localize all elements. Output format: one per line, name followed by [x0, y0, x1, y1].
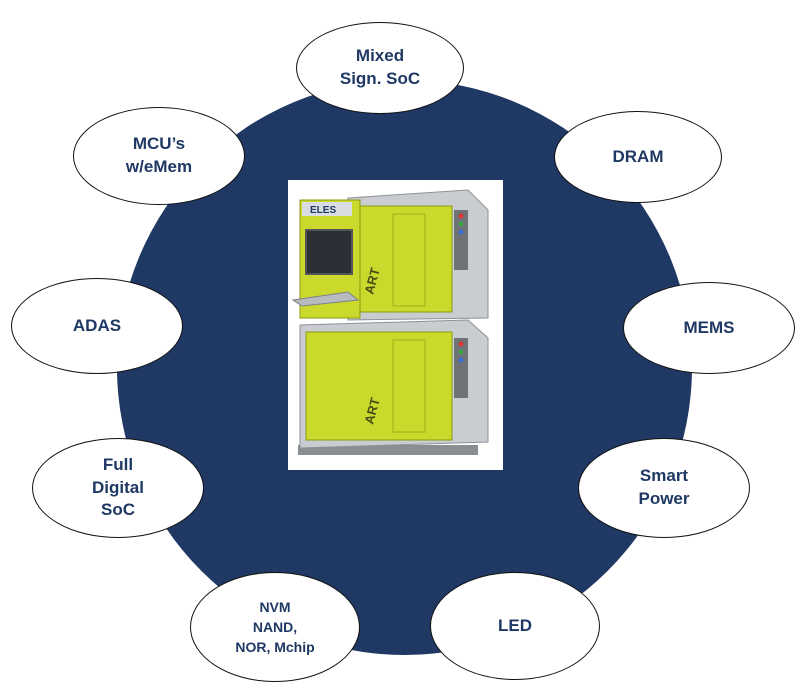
lower-product-text: ART	[361, 396, 382, 426]
upper-status-lights	[454, 210, 468, 270]
lower-door-panel	[392, 339, 426, 433]
upper-cabinet-door	[359, 205, 453, 313]
machine-base	[298, 445, 478, 455]
node-led: LED	[430, 572, 600, 680]
monitor-screen	[305, 229, 353, 275]
status-light-red	[458, 213, 464, 219]
node-mems: MEMS	[623, 282, 795, 374]
node-nvm: NVM NAND, NOR, Mchip	[190, 572, 360, 682]
status-light-green-lower	[458, 349, 464, 355]
node-mcus-emem: MCU’s w/eMem	[73, 107, 245, 205]
keyboard-tray	[291, 291, 360, 307]
status-light-green	[458, 221, 464, 227]
brand-logo-text: ELES	[310, 205, 336, 216]
status-light-red-lower	[458, 341, 464, 347]
upper-door-panel	[392, 213, 426, 307]
status-light-blue-lower	[458, 357, 464, 363]
node-adas: ADAS	[11, 278, 183, 374]
node-dram: DRAM	[554, 111, 722, 203]
node-smart-power: Smart Power	[578, 438, 750, 538]
test-system-photo: ELES ART ART	[288, 180, 503, 470]
node-mixed-signal-soc: Mixed Sign. SoC	[296, 22, 464, 114]
status-light-blue	[458, 229, 464, 235]
node-full-digital-soc: Full Digital SoC	[32, 438, 204, 538]
upper-product-text: ART	[361, 266, 382, 296]
logo-plate	[302, 202, 352, 216]
test-system-illustration: ELES ART ART	[291, 189, 489, 455]
lower-cabinet-door	[305, 331, 453, 441]
lower-status-lights	[454, 338, 468, 398]
